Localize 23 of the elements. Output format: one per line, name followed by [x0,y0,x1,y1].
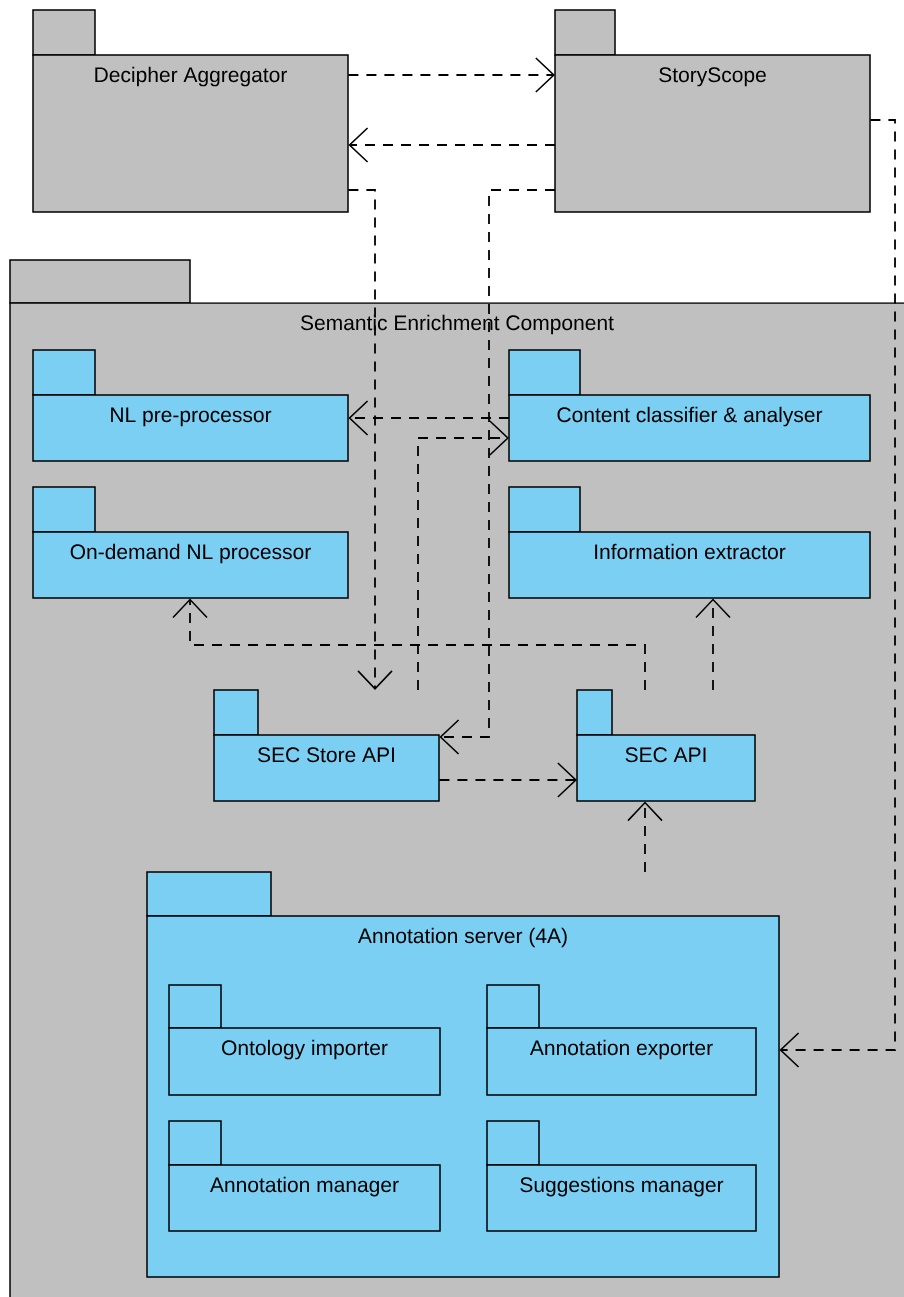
dependency-arrow [348,127,556,163]
dependency-arrow [439,189,556,755]
dependency-arrow [438,762,577,798]
package-box: Content classifier & analyser [508,349,871,462]
dependency-arrow [347,57,555,93]
package-box: Ontology importer [168,984,441,1096]
package-box: Information extractor [508,486,871,599]
package-box: Annotation manager [168,1120,441,1232]
package-box: Annotation exporter [486,984,757,1096]
dependency-arrow [695,598,731,691]
dependency-arrow [779,119,896,1068]
package-box: Suggestions manager [486,1120,757,1232]
package-box: SEC API [576,689,756,802]
dependency-arrow [172,598,646,691]
dependency-arrow [627,801,663,873]
package-box: SEC Store API [213,689,440,802]
package-box: StoryScope [554,9,871,213]
dependency-arrow [348,400,510,436]
package-box: NL pre-processor [32,349,349,462]
package-box: On-demand NL processor [32,486,349,599]
dependency-arrow [417,420,509,691]
dependency-arrow [347,189,393,690]
package-box: Decipher Aggregator [32,9,349,213]
